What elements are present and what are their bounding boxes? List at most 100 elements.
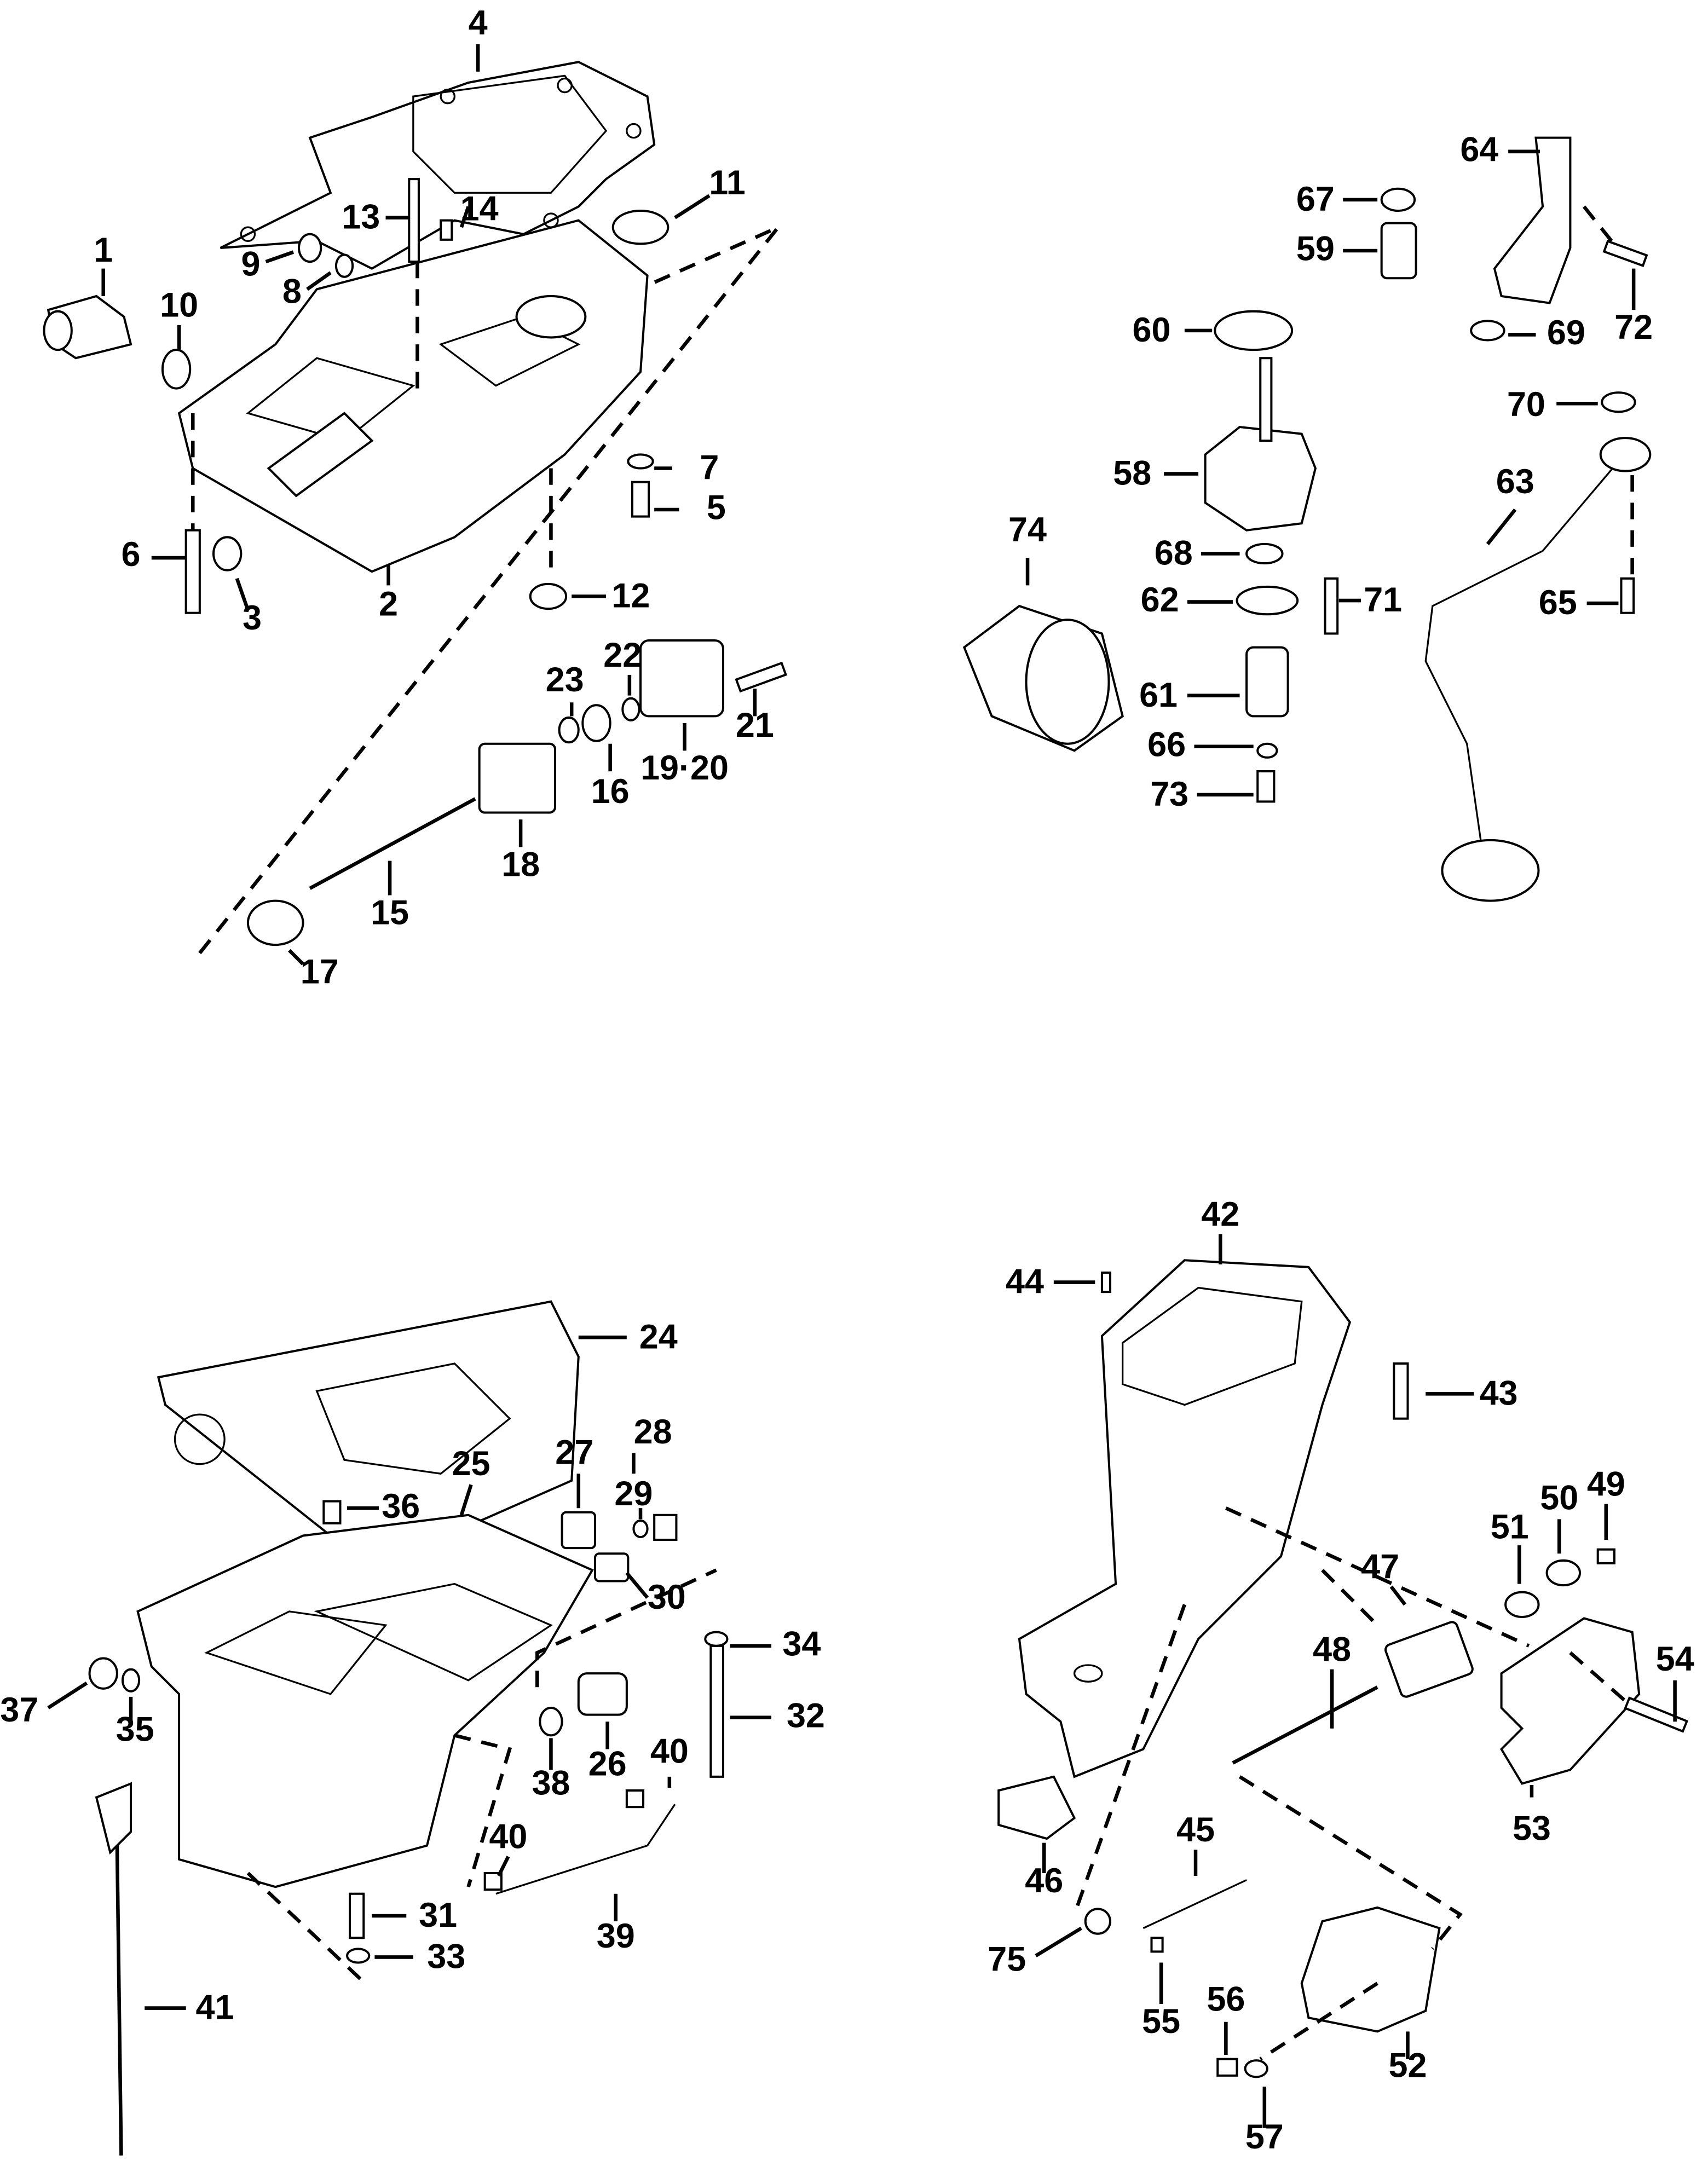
dipstick-41 bbox=[95, 1782, 132, 2156]
bolt-6 bbox=[184, 529, 201, 614]
callout-label: 30 bbox=[648, 1578, 686, 1616]
callout-label: 17 bbox=[301, 953, 339, 991]
callout-label: 8 bbox=[282, 273, 302, 311]
leader-line bbox=[674, 194, 711, 219]
dowel-14 bbox=[440, 219, 453, 241]
washer-34 bbox=[704, 1631, 729, 1647]
mount-47 bbox=[1384, 1621, 1474, 1698]
bracket-52 bbox=[1300, 1906, 1441, 2033]
bracket-19-20 bbox=[639, 639, 724, 718]
bolt-32 bbox=[709, 1644, 724, 1778]
callout-label: 59 bbox=[1296, 230, 1335, 268]
washer-7 bbox=[627, 453, 654, 470]
bolt-71 bbox=[1324, 577, 1339, 635]
callout-label: 10 bbox=[160, 286, 198, 325]
plug-28 bbox=[653, 1514, 678, 1541]
callout-label: 48 bbox=[1313, 1630, 1351, 1668]
oil-pump-58 bbox=[1204, 357, 1317, 532]
washer-33 bbox=[346, 1948, 371, 1964]
callout-label: 43 bbox=[1480, 1374, 1518, 1412]
dowel-36 bbox=[322, 1500, 342, 1524]
elbow-fitting-1 bbox=[43, 294, 132, 360]
callout-label: 2 bbox=[379, 585, 398, 623]
washer-51 bbox=[1504, 1591, 1540, 1618]
plug-9 bbox=[297, 233, 322, 263]
leader-line bbox=[288, 949, 304, 966]
callout-label: 46 bbox=[1025, 1862, 1063, 1900]
callout-label: 38 bbox=[532, 1764, 570, 1803]
callout-label: 22 bbox=[603, 636, 642, 674]
callout-label: 60 bbox=[1132, 311, 1170, 349]
washer-75 bbox=[1084, 1908, 1112, 1935]
strainer-26 bbox=[577, 1672, 628, 1716]
callout-label: 34 bbox=[782, 1625, 821, 1663]
callout-label: 19·20 bbox=[641, 749, 729, 787]
stud-15 bbox=[309, 797, 476, 890]
callout-label: 49 bbox=[1587, 1465, 1625, 1504]
callout-label: 40 bbox=[489, 1818, 527, 1856]
callout-label: 32 bbox=[787, 1696, 825, 1735]
callout-label: 5 bbox=[707, 489, 726, 527]
callout-label: 31 bbox=[419, 1896, 457, 1934]
callout-label: 51 bbox=[1491, 1508, 1529, 1546]
callout-label: 25 bbox=[452, 1445, 491, 1483]
clamp-40 bbox=[625, 1789, 645, 1809]
strainer-62 bbox=[1236, 585, 1299, 616]
o-ring-68 bbox=[1245, 542, 1284, 565]
callout-label: 29 bbox=[614, 1475, 653, 1513]
bracket-53 bbox=[1500, 1617, 1641, 1785]
o-ring-69 bbox=[1470, 320, 1505, 342]
sensor-46 bbox=[997, 1775, 1076, 1840]
callout-label: 53 bbox=[1513, 1810, 1551, 1848]
ground-wire-45 bbox=[1142, 1879, 1247, 1930]
callout-label: 62 bbox=[1141, 581, 1179, 619]
callout-label: 14 bbox=[460, 190, 499, 228]
callout-label: 56 bbox=[1207, 1980, 1245, 2019]
callout-label: 9 bbox=[241, 245, 260, 283]
dashed-guide bbox=[1072, 1506, 1627, 2061]
callout-label: 61 bbox=[1139, 676, 1178, 714]
gasket-24 bbox=[157, 1300, 580, 1558]
washer-8 bbox=[334, 253, 354, 278]
callout-label: 12 bbox=[611, 577, 650, 615]
callout-label: 66 bbox=[1147, 725, 1186, 764]
o-ring-10 bbox=[161, 349, 192, 390]
leader-line bbox=[47, 1681, 88, 1709]
bolt-31 bbox=[349, 1892, 365, 1939]
bolt-72 bbox=[1602, 240, 1648, 267]
callout-label: 3 bbox=[243, 599, 262, 637]
leader-line bbox=[265, 250, 295, 264]
callout-label: 6 bbox=[122, 535, 141, 574]
callout-label: 26 bbox=[588, 1744, 627, 1783]
callout-label: 24 bbox=[639, 1318, 678, 1356]
callout-label: 52 bbox=[1388, 2046, 1427, 2084]
fitting-27 bbox=[561, 1511, 596, 1550]
callout-label: 42 bbox=[1201, 1195, 1239, 1233]
leader-line bbox=[459, 206, 470, 228]
leader-line bbox=[497, 1856, 510, 1877]
nut-56 bbox=[1216, 2058, 1238, 2077]
bolt-43 bbox=[1393, 1362, 1409, 1420]
callout-label: 75 bbox=[988, 1940, 1026, 1979]
callout-label: 69 bbox=[1547, 314, 1585, 352]
dashed-guide bbox=[246, 1568, 717, 1985]
drive-shaft-housing-42 bbox=[1018, 1259, 1352, 1778]
dashed-guide bbox=[1582, 205, 1613, 242]
oil-pan-25 bbox=[136, 1514, 594, 1888]
mount-18 bbox=[478, 742, 557, 814]
bolt-13 bbox=[408, 178, 420, 263]
callout-label: 67 bbox=[1296, 180, 1335, 218]
leader-line bbox=[235, 577, 250, 611]
callout-label: 68 bbox=[1155, 534, 1193, 573]
callout-label: 36 bbox=[382, 1487, 420, 1526]
bolt-65 bbox=[1620, 577, 1635, 614]
seal-12 bbox=[529, 582, 568, 610]
callout-label: 63 bbox=[1496, 463, 1534, 501]
plug-37 bbox=[88, 1657, 118, 1690]
bolt-21 bbox=[735, 661, 788, 693]
callout-label: 55 bbox=[1142, 2002, 1180, 2041]
oil-filter-74 bbox=[962, 604, 1124, 752]
callout-label: 44 bbox=[1006, 1263, 1044, 1301]
callout-label: 70 bbox=[1507, 385, 1545, 424]
callout-label: 73 bbox=[1150, 775, 1188, 813]
